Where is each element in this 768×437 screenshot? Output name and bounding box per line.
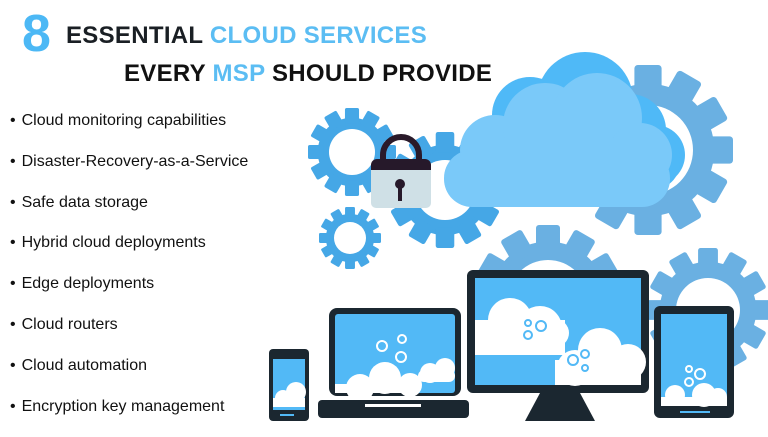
service-item: Hybrid cloud deployments <box>10 230 248 271</box>
service-item: Cloud monitoring capabilities <box>10 108 248 149</box>
gear-icon <box>308 108 396 196</box>
cloud-icon <box>444 52 685 207</box>
lock-icon <box>371 134 431 208</box>
header-line-2: EVERY MSP SHOULD PROVIDE <box>124 60 492 88</box>
header-number: 8 <box>22 5 51 63</box>
service-item: Encryption key management <box>10 394 248 435</box>
gear-icon <box>319 207 381 269</box>
header-line-2-dark-a: EVERY <box>124 60 206 87</box>
service-item: Disaster-Recovery-as-a-Service <box>10 149 249 190</box>
header-line-1-dark: ESSENTIAL <box>66 22 203 49</box>
header-line-2-dark-b: SHOULD PROVIDE <box>271 60 493 87</box>
service-item: Cloud routers <box>10 312 248 353</box>
header-line-1: ESSENTIAL CLOUD SERVICES <box>66 22 427 50</box>
service-item: Edge deployments <box>10 271 248 312</box>
services-list: Cloud monitoring capabilities Disaster-R… <box>10 108 249 435</box>
laptop-icon <box>318 308 469 418</box>
header-line-2-accent: MSP <box>212 60 265 87</box>
service-item: Safe data storage <box>10 190 248 231</box>
tablet-icon <box>654 306 734 418</box>
smartphone-icon <box>269 349 309 421</box>
header-line-1-accent: CLOUD SERVICES <box>209 22 428 49</box>
monitor-icon <box>467 270 649 421</box>
service-item: Cloud automation <box>10 353 248 394</box>
